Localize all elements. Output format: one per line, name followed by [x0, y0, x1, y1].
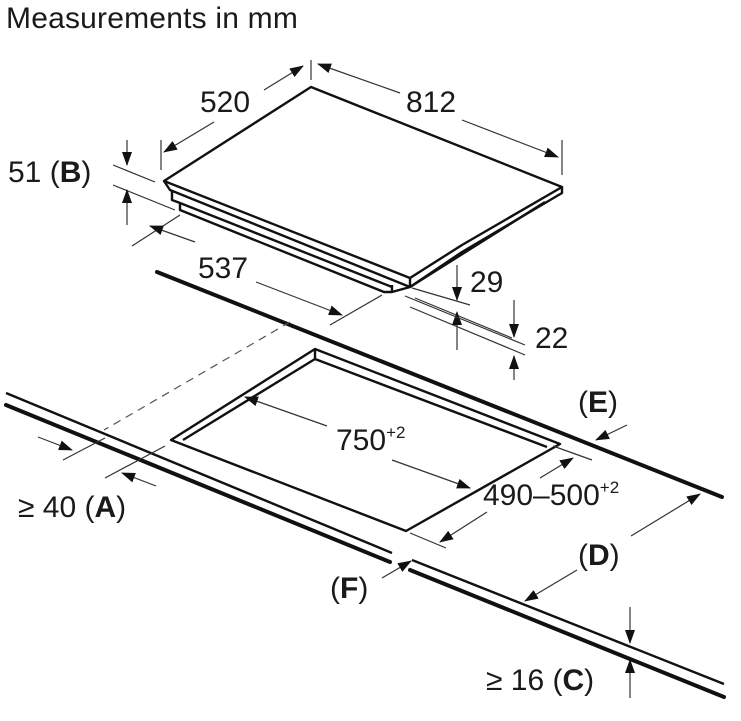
label-750: 750+2: [336, 423, 405, 457]
hob-body: [162, 85, 564, 294]
cutout-outline: [169, 347, 562, 533]
hob-glass-top: [162, 85, 564, 280]
label-F: (F): [330, 572, 368, 605]
label-22: 22: [535, 322, 568, 355]
dimension-22: 22: [404, 295, 568, 380]
callout-D: (D): [524, 493, 701, 602]
label-E: (E): [578, 386, 618, 419]
label-D: (D): [578, 539, 620, 572]
label-812: 812: [406, 86, 456, 119]
cutout: [169, 347, 562, 533]
label-537: 537: [198, 252, 248, 285]
dimension-490-500: 490–500+2: [409, 445, 619, 549]
label-40-A: ≥ 40 (A): [18, 491, 126, 524]
dimension-29: 29: [411, 265, 513, 350]
label-51-B: 51 (B): [8, 156, 91, 189]
label-29: 29: [470, 266, 503, 299]
worktop-back-edge: [155, 270, 724, 499]
callout-E: (E): [578, 386, 628, 441]
dimension-51-B: 51 (B): [8, 140, 176, 225]
label-520: 520: [200, 86, 250, 119]
dimension-40-A: ≥ 40 (A): [18, 436, 166, 524]
hidden-line: [103, 321, 291, 431]
dimension-750: 750+2: [244, 396, 471, 489]
dimension-16-C: ≥ 16 (C): [486, 607, 635, 698]
diagram-title: Measurements in mm: [6, 2, 299, 35]
label-16-C: ≥ 16 (C): [486, 664, 594, 697]
dimension-537: 537: [131, 214, 383, 326]
callout-F: (F): [330, 560, 412, 605]
label-490-500: 490–500+2: [483, 478, 619, 512]
worktop: [4, 270, 726, 699]
dimension-520: 520: [160, 60, 312, 170]
dimension-812: 812: [317, 63, 563, 175]
